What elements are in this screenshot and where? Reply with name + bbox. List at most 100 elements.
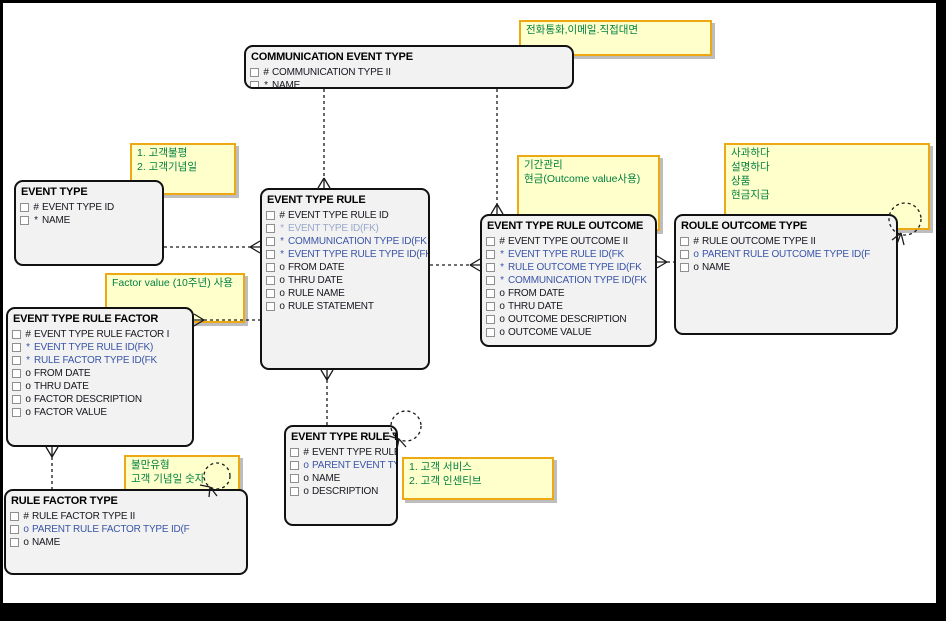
attribute-row[interactable]: *EVENT TYPE ID(FK) <box>262 222 428 235</box>
attribute-prefix: # <box>23 511 29 522</box>
attribute-checkbox-icon[interactable] <box>486 237 495 246</box>
relationship-factortype-to-factor[interactable] <box>45 446 59 489</box>
attribute-checkbox-icon[interactable] <box>680 263 689 272</box>
entity-event-type-rule-outcome[interactable]: EVENT TYPE RULE OUTCOME #EVENT TYPE OUTC… <box>480 214 657 347</box>
attribute-checkbox-icon[interactable] <box>250 81 259 87</box>
attribute-row[interactable]: #EVENT TYPE ID <box>16 201 162 214</box>
attribute-checkbox-icon[interactable] <box>12 330 21 339</box>
entity-event-type-rule[interactable]: EVENT TYPE RULE #EVENT TYPE RULE ID*EVEN… <box>260 188 430 370</box>
diagram-canvas[interactable]: 전화통화,이메일.직접대면 1. 고객불평 2. 고객기념일 기간관리 현금(O… <box>3 3 936 603</box>
attribute-row[interactable]: *COMMUNICATION TYPE ID(FK <box>482 274 655 287</box>
entity-event-type-rule-factor[interactable]: EVENT TYPE RULE FACTOR #EVENT TYPE RULE … <box>6 307 194 447</box>
attribute-row[interactable]: *EVENT TYPE RULE ID(FK) <box>8 341 192 354</box>
attribute-checkbox-icon[interactable] <box>486 302 495 311</box>
attribute-checkbox-icon[interactable] <box>12 395 21 404</box>
attribute-checkbox-icon[interactable] <box>486 315 495 324</box>
attribute-checkbox-icon[interactable] <box>680 250 689 259</box>
relationship-outcometype-to-outcome[interactable] <box>656 255 674 269</box>
attribute-checkbox-icon[interactable] <box>266 211 275 220</box>
entity-roule-outcome-type[interactable]: ROULE OUTCOME TYPE #RULE OUTCOME TYPE II… <box>674 214 898 335</box>
attribute-prefix: o <box>303 473 309 484</box>
attribute-row[interactable]: #RULE FACTOR TYPE II <box>6 510 246 523</box>
attribute-prefix: o <box>499 327 505 338</box>
attribute-checkbox-icon[interactable] <box>486 263 495 272</box>
attribute-checkbox-icon[interactable] <box>10 525 19 534</box>
attribute-prefix: o <box>279 262 285 273</box>
attribute-row[interactable]: #EVENT TYPE OUTCOME II <box>482 235 655 248</box>
relationship-rule-to-factor[interactable] <box>193 313 260 327</box>
attribute-checkbox-icon[interactable] <box>486 250 495 259</box>
relationship-comm-to-outcome[interactable] <box>490 89 504 215</box>
relationship-ruletype-to-rule[interactable] <box>320 369 334 425</box>
attribute-checkbox-icon[interactable] <box>290 474 299 483</box>
attribute-checkbox-icon[interactable] <box>266 289 275 298</box>
attribute-row[interactable]: *COMMUNICATION TYPE ID(FK <box>262 235 428 248</box>
attribute-row[interactable]: *EVENT TYPE RULE ID(FK <box>482 248 655 261</box>
attribute-checkbox-icon[interactable] <box>266 224 275 233</box>
attribute-checkbox-icon[interactable] <box>290 461 299 470</box>
attribute-row[interactable]: #EVENT TYPE RULE T <box>286 446 396 459</box>
relationship-eventtype-to-rule[interactable] <box>164 240 261 254</box>
attribute-checkbox-icon[interactable] <box>266 263 275 272</box>
attribute-row[interactable]: #COMMUNICATION TYPE II <box>246 66 572 79</box>
attribute-checkbox-icon[interactable] <box>266 237 275 246</box>
attribute-checkbox-icon[interactable] <box>680 237 689 246</box>
attribute-checkbox-icon[interactable] <box>486 328 495 337</box>
entity-event-type[interactable]: EVENT TYPE #EVENT TYPE ID*NAME <box>14 180 164 266</box>
attribute-checkbox-icon[interactable] <box>20 203 29 212</box>
attribute-checkbox-icon[interactable] <box>266 250 275 259</box>
attribute-checkbox-icon[interactable] <box>486 289 495 298</box>
sticky-note-rule-type-examples[interactable]: 1. 고객 서비스 2. 고객 인센티브 <box>402 457 554 500</box>
attribute-prefix: o <box>23 537 29 548</box>
attribute-checkbox-icon[interactable] <box>290 448 299 457</box>
attribute-row[interactable]: *EVENT TYPE RULE TYPE ID(FK <box>262 248 428 261</box>
relationship-rule-to-outcome[interactable] <box>430 258 481 272</box>
attribute-row[interactable]: *NAME <box>246 79 572 87</box>
entity-communication-event-type[interactable]: COMMUNICATION EVENT TYPE #COMMUNICATION … <box>244 45 574 89</box>
attribute-checkbox-icon[interactable] <box>250 68 259 77</box>
sticky-note-event-type-examples[interactable]: 1. 고객불평 2. 고객기념일 <box>130 143 236 195</box>
attribute-checkbox-icon[interactable] <box>10 512 19 521</box>
attribute-row[interactable]: *RULE OUTCOME TYPE ID(FK <box>482 261 655 274</box>
attribute-row[interactable]: *NAME <box>16 214 162 227</box>
attribute-row[interactable]: #EVENT TYPE RULE FACTOR I <box>8 328 192 341</box>
attribute-row[interactable]: #RULE OUTCOME TYPE II <box>676 235 896 248</box>
attribute-label: EVENT TYPE ID <box>42 202 115 213</box>
entity-event-type-rule-typ[interactable]: EVENT TYPE RULE TYP #EVENT TYPE RULE ToP… <box>284 425 398 526</box>
attribute-checkbox-icon[interactable] <box>266 302 275 311</box>
relationship-comm-to-rule[interactable] <box>317 89 331 189</box>
attribute-checkbox-icon[interactable] <box>12 356 21 365</box>
attribute-checkbox-icon[interactable] <box>12 382 21 391</box>
attribute-checkbox-icon[interactable] <box>290 487 299 496</box>
attribute-checkbox-icon[interactable] <box>20 216 29 225</box>
attribute-checkbox-icon[interactable] <box>12 408 21 417</box>
attribute-row[interactable]: *RULE FACTOR TYPE ID(FK <box>8 354 192 367</box>
attribute-checkbox-icon[interactable] <box>486 276 495 285</box>
attribute-row[interactable]: #EVENT TYPE RULE ID <box>262 209 428 222</box>
attribute-checkbox-icon[interactable] <box>12 343 21 352</box>
attribute-checkbox-icon[interactable] <box>266 276 275 285</box>
attribute-checkbox-icon[interactable] <box>10 538 19 547</box>
attribute-prefix: o <box>279 301 285 312</box>
attribute-checkbox-icon[interactable] <box>12 369 21 378</box>
